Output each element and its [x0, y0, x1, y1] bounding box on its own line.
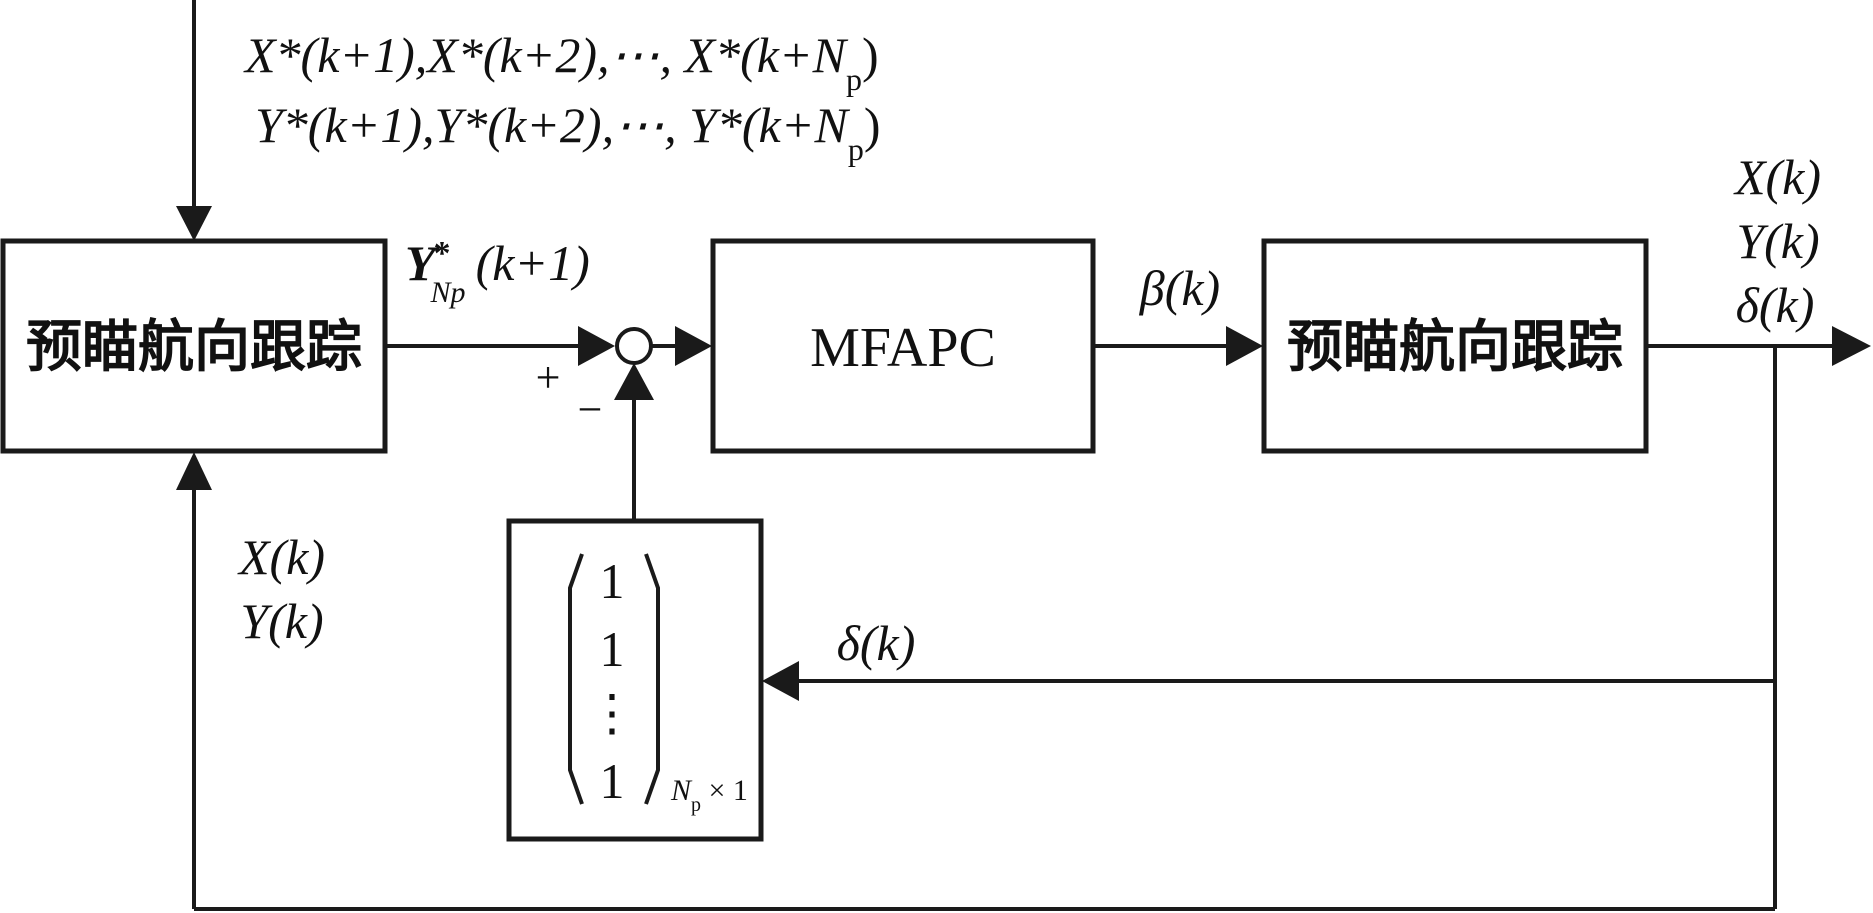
forward-arrow-3: [1093, 326, 1263, 366]
delta-feedback-path: [762, 346, 1777, 701]
summing-junction: [615, 327, 653, 365]
right-bracket: [644, 553, 660, 805]
forward-arrow-1: [385, 326, 615, 366]
reference-y-sequence: Y*(k+1),Y*(k+2),⋯, Y*(k+Np): [255, 97, 880, 167]
output-arrow: [1646, 326, 1871, 366]
right-tracker-label: 预瞄航向跟踪: [1287, 315, 1623, 380]
forward-arrow-2: [651, 326, 712, 366]
left-tracker-block: 预瞄航向跟踪: [0, 238, 388, 454]
xy-feedback-path: [176, 452, 1777, 911]
output-y-label: Y(k): [1736, 213, 1819, 269]
output-delta-label: δ(k): [1736, 277, 1815, 333]
plus-sign: +: [536, 353, 561, 402]
reference-x-sequence: X*(k+1),X*(k+2),⋯, X*(k+Np): [243, 27, 879, 97]
ones-entry: 1: [600, 753, 625, 809]
ones-vector-block: 1 1 ⋮ 1 Np × 1: [506, 518, 764, 842]
ones-to-junction-arrow: [614, 363, 654, 521]
minus-sign: −: [578, 385, 603, 434]
left-bracket: [568, 553, 584, 805]
mfapc-block: MFAPC: [710, 238, 1096, 454]
yref-label: Y*Np(k+1): [405, 235, 590, 309]
feedback-y-label: Y(k): [240, 593, 323, 649]
left-tracker-label: 预瞄航向跟踪: [26, 315, 362, 380]
vector-dimension: Np × 1: [670, 774, 748, 816]
ones-entry: 1: [600, 621, 625, 677]
right-tracker-block: 预瞄航向跟踪: [1261, 238, 1649, 454]
ones-entry: 1: [600, 553, 625, 609]
mfapc-label: MFAPC: [810, 317, 996, 379]
feedback-x-label: X(k): [237, 529, 325, 585]
feedback-delta-label: δ(k): [837, 615, 916, 671]
output-x-label: X(k): [1733, 149, 1821, 205]
beta-label: β(k): [1139, 260, 1220, 316]
reference-input-arrow: [176, 0, 212, 241]
ones-ellipsis: ⋮: [587, 685, 637, 741]
